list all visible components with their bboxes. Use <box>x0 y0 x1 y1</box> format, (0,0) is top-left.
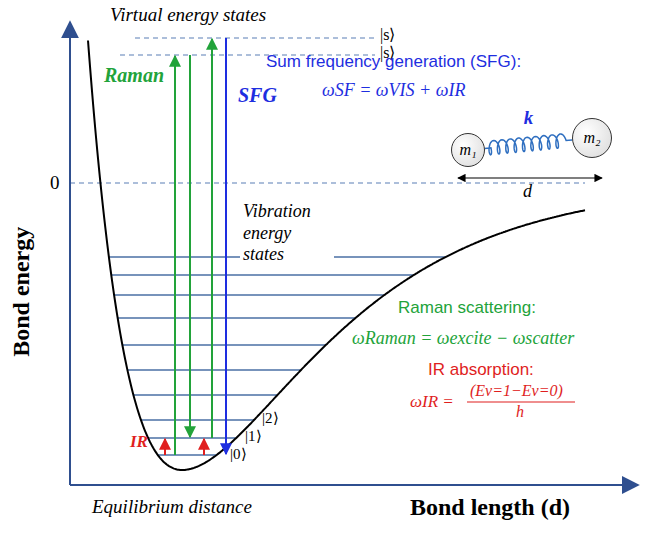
process-label: SFG <box>238 84 277 107</box>
energy-level <box>133 394 277 395</box>
axis-title: Bond energy <box>8 192 36 392</box>
raman-arrow <box>189 55 191 437</box>
raman-arrow <box>174 56 176 455</box>
axis-tick: 0 <box>50 172 60 194</box>
equation-title: IR absorption: <box>428 360 534 380</box>
equation: h <box>516 403 524 421</box>
state-label: |2⟩ <box>262 410 279 427</box>
energy-level <box>114 294 384 295</box>
mass-ball: m₁ <box>451 133 485 167</box>
equation: ωRaman = ωexcite − ωscatter <box>352 328 574 349</box>
sfg-arrow <box>225 38 227 454</box>
ir-arrow <box>203 439 205 455</box>
equation-title: Sum frequency generation (SFG): <box>266 52 521 72</box>
energy-level <box>158 454 217 455</box>
equation-title: Raman scattering: <box>398 298 536 318</box>
mass-label: m₂ <box>583 129 600 147</box>
state-label: |s⟩ <box>380 26 395 44</box>
y-axis <box>69 22 71 485</box>
mass-label: m₁ <box>459 141 476 159</box>
equation: ωSF = ωVIS + ωIR <box>322 80 465 101</box>
axis-note: Equilibrium distance <box>92 496 252 518</box>
energy-level <box>127 369 301 370</box>
state-label: |1⟩ <box>245 428 262 445</box>
mass-ball: m₂ <box>572 118 612 158</box>
process-label: IR <box>130 432 148 452</box>
equation: (Ev=1−Ev=0) <box>470 382 563 400</box>
ir-arrow <box>164 439 166 455</box>
spring-connector <box>485 134 572 155</box>
connectors <box>485 134 572 155</box>
process-label: Raman <box>104 64 164 87</box>
axis-title: Bond length (d) <box>410 494 570 522</box>
energy-level <box>122 344 325 345</box>
heading-label: Virtual energy states <box>110 4 266 26</box>
region-label: Vibration energy states <box>240 201 334 266</box>
virtual-level <box>135 37 375 38</box>
vis-arrow <box>211 39 213 438</box>
potential-curve <box>88 41 585 471</box>
energy-level <box>141 419 254 420</box>
energy-level <box>111 274 414 275</box>
equation: ωIR = <box>410 392 454 412</box>
dimension-label: d <box>523 181 532 202</box>
x-axis <box>70 484 638 486</box>
spring-constant: k <box>524 107 534 129</box>
energy-level <box>148 437 236 438</box>
fraction-bar <box>467 401 575 402</box>
energy-level <box>118 317 356 318</box>
distance-arrow <box>458 177 602 178</box>
zero-line <box>70 182 585 183</box>
state-label: |0⟩ <box>230 446 247 463</box>
